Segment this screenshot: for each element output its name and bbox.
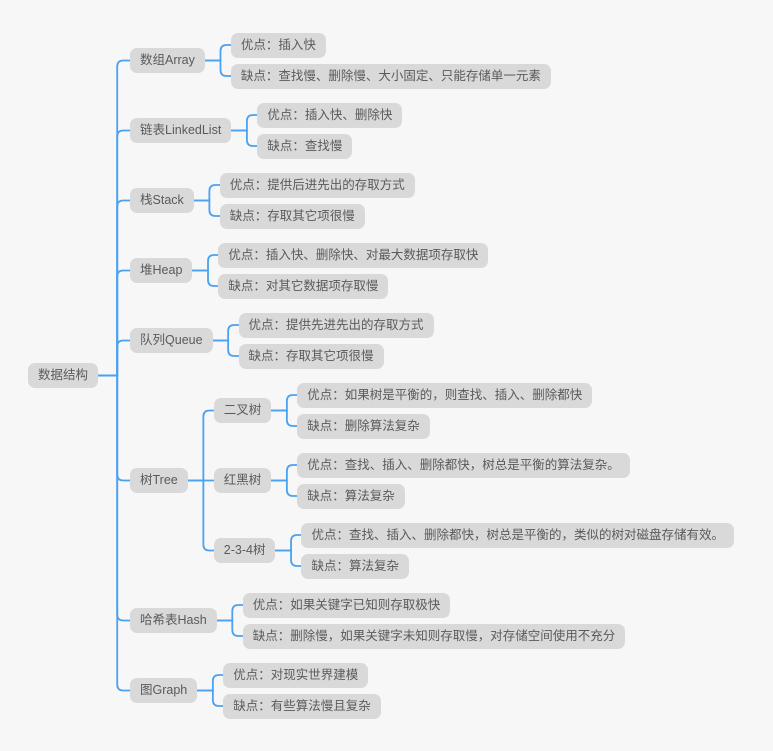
mindmap-node[interactable]: 优点：对现实世界建模 bbox=[223, 662, 369, 688]
mindmap-node[interactable]: 堆Heap bbox=[130, 258, 193, 283]
mindmap-node[interactable]: 红黑树 bbox=[213, 468, 272, 493]
mindmap-children-column: 二叉树优点：如果树是平衡的，则查找、插入、删除都快缺点：删除算法复杂红黑树优点：… bbox=[213, 382, 734, 579]
mindmap-node[interactable]: 缺点：算法复杂 bbox=[297, 483, 405, 509]
mindmap-node[interactable]: 优点：提供后进先出的存取方式 bbox=[219, 172, 415, 198]
mindmap-node[interactable]: 链表LinkedList bbox=[130, 118, 232, 143]
mindmap-node[interactable]: 优点：插入快、删除快、对最大数据项存取快 bbox=[218, 242, 489, 268]
mindmap-node[interactable]: 缺点：删除慢，如果关键字未知则存取慢，对存储空间使用不充分 bbox=[242, 623, 626, 649]
mindmap-branch: 缺点：存取其它项很慢 bbox=[219, 203, 415, 229]
mindmap-node[interactable]: 图Graph bbox=[130, 678, 198, 703]
mindmap-node[interactable]: 缺点：查找慢 bbox=[257, 133, 353, 159]
mindmap-node[interactable]: 优点：查找、插入、删除都快，树总是平衡的，类似的树对磁盘存储有效。 bbox=[301, 522, 734, 548]
mindmap-node[interactable]: 优点：如果树是平衡的，则查找、插入、删除都快 bbox=[297, 382, 593, 408]
mindmap-branch: 优点：如果关键字已知则存取极快 bbox=[242, 592, 626, 618]
mindmap-branch: 队列Queue 优点：提供先进先出的存取方式缺点：存取其它项很慢 bbox=[130, 312, 734, 369]
mindmap-branch: 链表LinkedList 优点：插入快、删除快缺点：查找慢 bbox=[130, 102, 734, 159]
mindmap-branch: 优点：提供后进先出的存取方式 bbox=[219, 172, 415, 198]
mindmap-node[interactable]: 数组Array bbox=[130, 48, 205, 73]
mindmap-node[interactable]: 缺点：有些算法慢且复杂 bbox=[223, 693, 381, 719]
mindmap-branch: 红黑树优点：查找、插入、删除都快，树总是平衡的算法复杂。缺点：算法复杂 bbox=[213, 452, 734, 509]
mindmap-node[interactable]: 树Tree bbox=[130, 468, 188, 493]
mindmap-children-column: 优点：插入快、删除快、对最大数据项存取快缺点：对其它数据项存取慢 bbox=[218, 242, 489, 299]
mindmap-branch: 哈希表Hash 优点：如果关键字已知则存取极快缺点：删除慢，如果关键字未知则存取慢… bbox=[130, 592, 734, 649]
mindmap-branch: 图Graph 优点：对现实世界建模缺点：有些算法慢且复杂 bbox=[130, 662, 734, 719]
mindmap-branch: 数据结构 数组Array 优点：插入快缺点：查找慢、删除慢、大小固定、只能存储单一元… bbox=[28, 32, 734, 719]
mindmap-branch: 缺点：查找慢、删除慢、大小固定、只能存储单一元素 bbox=[230, 63, 551, 89]
mindmap-tree: 数据结构 数组Array 优点：插入快缺点：查找慢、删除慢、大小固定、只能存储单一元… bbox=[28, 32, 734, 719]
mindmap-branch: 二叉树优点：如果树是平衡的，则查找、插入、删除都快缺点：删除算法复杂 bbox=[213, 382, 734, 439]
mindmap-branch: 优点：插入快 bbox=[230, 32, 551, 58]
mindmap-children-column: 优点：如果树是平衡的，则查找、插入、删除都快缺点：删除算法复杂 bbox=[297, 382, 593, 439]
mindmap-branch: 数组Array 优点：插入快缺点：查找慢、删除慢、大小固定、只能存储单一元素 bbox=[130, 32, 734, 89]
mindmap-node[interactable]: 队列Queue bbox=[130, 328, 213, 353]
mindmap-branch: 缺点：存取其它项很慢 bbox=[238, 343, 434, 369]
mindmap-children-column: 优点：提供后进先出的存取方式缺点：存取其它项很慢 bbox=[219, 172, 415, 229]
mindmap-branch: 堆Heap 优点：插入快、删除快、对最大数据项存取快缺点：对其它数据项存取慢 bbox=[130, 242, 734, 299]
mindmap-branch: 优点：插入快、删除快、对最大数据项存取快 bbox=[218, 242, 489, 268]
mindmap-branch: 缺点：有些算法慢且复杂 bbox=[223, 693, 381, 719]
mindmap-node[interactable]: 哈希表Hash bbox=[130, 608, 217, 633]
mindmap-node[interactable]: 缺点：查找慢、删除慢、大小固定、只能存储单一元素 bbox=[230, 63, 551, 89]
mindmap-children-column: 优点：对现实世界建模缺点：有些算法慢且复杂 bbox=[223, 662, 381, 719]
mindmap-node[interactable]: 优点：插入快 bbox=[230, 32, 326, 58]
mindmap-branch: 缺点：算法复杂 bbox=[297, 483, 630, 509]
mindmap-children-column: 优点：查找、插入、删除都快，树总是平衡的，类似的树对磁盘存储有效。缺点：算法复杂 bbox=[301, 522, 734, 579]
mindmap-branch: 优点：对现实世界建模 bbox=[223, 662, 381, 688]
mindmap-node[interactable]: 优点：提供先进先出的存取方式 bbox=[238, 312, 434, 338]
mindmap-node[interactable]: 缺点：算法复杂 bbox=[301, 553, 409, 579]
mindmap-node[interactable]: 缺点：存取其它项很慢 bbox=[219, 203, 365, 229]
mindmap-children-column: 优点：提供先进先出的存取方式缺点：存取其它项很慢 bbox=[238, 312, 434, 369]
mindmap-branch: 优点：查找、插入、删除都快，树总是平衡的，类似的树对磁盘存储有效。 bbox=[301, 522, 734, 548]
mindmap-branch: 优点：插入快、删除快 bbox=[257, 102, 403, 128]
mindmap-branch: 优点：如果树是平衡的，则查找、插入、删除都快 bbox=[297, 382, 593, 408]
mindmap-node[interactable]: 缺点：删除算法复杂 bbox=[297, 413, 430, 439]
mindmap-children-column: 优点：插入快、删除快缺点：查找慢 bbox=[257, 102, 403, 159]
mindmap-branch: 优点：查找、插入、删除都快，树总是平衡的算法复杂。 bbox=[297, 452, 630, 478]
mindmap-branch: 栈Stack 优点：提供后进先出的存取方式缺点：存取其它项很慢 bbox=[130, 172, 734, 229]
mindmap-branch: 缺点：算法复杂 bbox=[301, 553, 734, 579]
mindmap-node[interactable]: 优点：如果关键字已知则存取极快 bbox=[242, 592, 451, 618]
mindmap-branch: 缺点：对其它数据项存取慢 bbox=[218, 273, 488, 299]
mindmap-node[interactable]: 优点：插入快、删除快 bbox=[257, 102, 403, 128]
mindmap-root-node[interactable]: 数据结构 bbox=[28, 363, 99, 388]
mindmap-node[interactable]: 缺点：存取其它项很慢 bbox=[238, 343, 384, 369]
mindmap-node[interactable]: 栈Stack bbox=[130, 188, 194, 213]
mindmap-branch: 优点：提供先进先出的存取方式 bbox=[238, 312, 434, 338]
mindmap-children-column: 优点：如果关键字已知则存取极快缺点：删除慢，如果关键字未知则存取慢，对存储空间使… bbox=[242, 592, 626, 649]
mindmap-children-column: 优点：插入快缺点：查找慢、删除慢、大小固定、只能存储单一元素 bbox=[230, 32, 551, 89]
mindmap-node[interactable]: 二叉树 bbox=[213, 398, 272, 423]
mindmap-branch: 缺点：查找慢 bbox=[257, 133, 402, 159]
mindmap-node[interactable]: 优点：查找、插入、删除都快，树总是平衡的算法复杂。 bbox=[297, 452, 630, 478]
mindmap-branch: 缺点：删除慢，如果关键字未知则存取慢，对存储空间使用不充分 bbox=[242, 623, 626, 649]
mindmap-children-column: 优点：查找、插入、删除都快，树总是平衡的算法复杂。缺点：算法复杂 bbox=[297, 452, 630, 509]
mindmap-node[interactable]: 缺点：对其它数据项存取慢 bbox=[218, 273, 389, 299]
mindmap-branch: 缺点：删除算法复杂 bbox=[297, 413, 592, 439]
mindmap-branch: 2-3-4树优点：查找、插入、删除都快，树总是平衡的，类似的树对磁盘存储有效。缺… bbox=[213, 522, 734, 579]
mindmap-children-column: 数组Array 优点：插入快缺点：查找慢、删除慢、大小固定、只能存储单一元素链表L… bbox=[130, 32, 734, 719]
mindmap-node[interactable]: 2-3-4树 bbox=[213, 538, 276, 563]
